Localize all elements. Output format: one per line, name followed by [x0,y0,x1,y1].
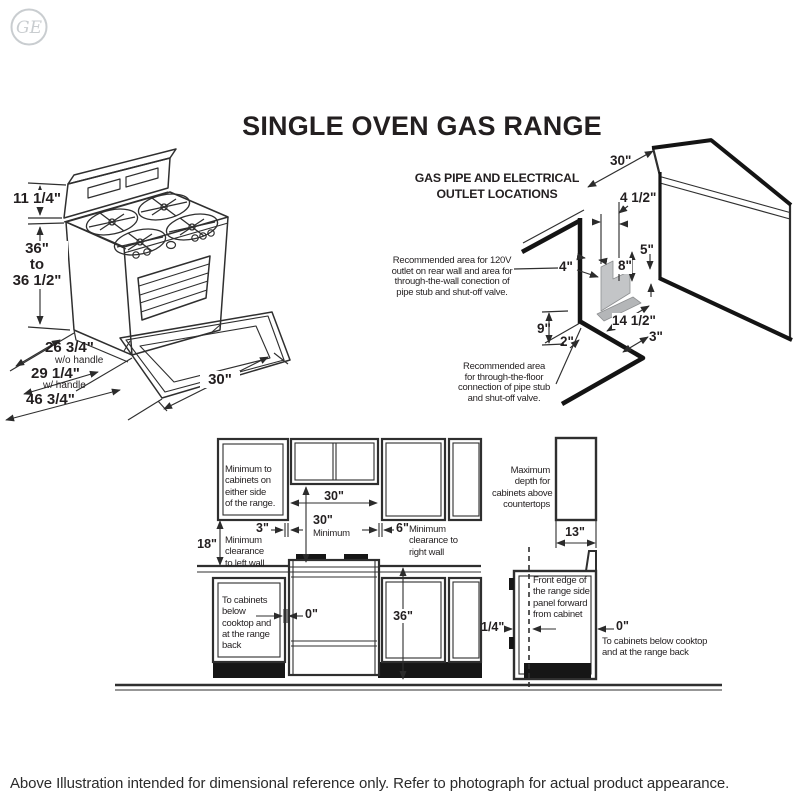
backsplash-window-right [125,167,159,188]
elevation-dim-3: 3" [256,521,269,535]
burners [85,193,219,256]
elevation-dim-0-right: 0" [616,619,629,633]
gas-dim-4: 4" [559,259,573,274]
elevation-dim-30-top: 30" [324,489,344,503]
base-cabinet-left [211,576,287,664]
dim-depth-wo-handle-arrow [15,339,61,367]
dim-depth-w-handle-note: w/ handle [43,380,86,391]
floor-note-leader [555,327,582,385]
backsplash-top [67,148,177,185]
side-range-backguard [585,550,597,572]
wall-note-leader [513,267,559,270]
dim-backsplash-height-label: 11 1/4" [10,190,64,208]
gas-location-drawing [513,138,793,406]
side-range-handle-bottom [509,637,514,649]
dim-3-arrow [622,336,649,353]
elevation-dim-30-min: 30" [313,513,333,527]
gas-dim-9: 9" [537,321,551,336]
elevation-base-cabinet-note: To cabinets below cooktop and at the ran… [222,595,272,652]
upper-cabinet-right1 [380,437,447,522]
elevation-dim-0-left: 0" [305,607,318,621]
gas-dim-30: 30" [610,153,632,168]
oven-racks [138,263,210,313]
upper-cabinet-left [216,437,290,522]
side-range-handle-top [509,578,514,590]
elevation-max-depth-note: Maximum depth for cabinets above counter… [492,465,553,510]
side-range-view [512,569,598,681]
rear-wall-top-edge [520,218,583,254]
dim-range-width-label: 30" [200,371,240,389]
floor-corner-edges [560,320,646,406]
dim-2-arrow [569,339,580,349]
elevation-side-cabinet-note: Minimum to cabinets on either side of th… [225,464,276,509]
elevation-dim-6: 6" [396,521,409,535]
ge-monogram-text: GE [16,18,43,38]
range-isometric-drawing [63,148,291,399]
backsplash-window-left [87,178,121,199]
upper-cabinet-over-range [289,437,380,486]
upper-cabinet-right2 [447,437,483,522]
dim-30-arrow [587,150,654,188]
dim-body-height-label: 36" to 36 1/2" [6,241,68,289]
kick-right [378,662,482,678]
elevation-dim-18: 18" [197,537,217,551]
gas-dim-4half: 4 1/2" [620,190,657,205]
elevation-zero-right-note: To cabinets below cooktop and at the ran… [602,636,708,659]
footer-disclaimer: Above Illustration intended for dimensio… [10,775,730,792]
elevation-right-wall-note: Minimum clearance to right wall [409,524,458,558]
gas-dim-8: 8" [618,258,632,274]
elevation-dim-13: 13" [565,525,585,539]
kick-left [213,662,285,678]
gas-dim-3: 3" [649,329,663,344]
oven-opening [137,255,211,321]
dim-depth-door-open-label: 46 3/4" [26,391,75,408]
gas-dim-5: 5" [640,242,654,257]
elevation-left-wall-note: Minimum clearance to left wall [225,535,265,569]
elevation-front-edge-note: Front edge of the range side panel forwa… [533,575,590,620]
gas-diagram-heading: GAS PIPE AND ELECTRICAL OUTLET LOCATIONS [414,171,580,201]
base-cabinet-right1 [380,576,447,664]
gas-dim-14half: 14 1/2" [612,313,656,329]
elevation-dim-30-min-word: Minimum [313,528,350,539]
gas-dim-2: 2" [560,334,574,349]
base-cabinet-right2 [447,576,483,664]
elevation-dim-36: 36" [392,609,414,624]
dim-4-leader [576,269,599,278]
dim-depth-wo-handle-note: w/o handle [55,355,104,366]
gas-wall-note: Recommended area for 120V outlet on rear… [391,255,513,298]
control-knobs [132,229,215,259]
side-upper-cabinet [554,436,598,522]
elevation-drawing [115,436,722,691]
dim-depth-wo-handle-label: 26 3/4" [45,339,94,356]
backsplash-front [63,157,171,219]
elevation-dim-quarter: 1/4" [481,620,505,634]
dim-depth-door-open-arrow [5,388,121,422]
ge-logo: GE [10,8,48,46]
dim-depth-w-handle-label: 29 1/4" [31,365,80,382]
gas-floor-note: Recommended area for through-the-floor c… [458,361,550,404]
body-left-edge [65,221,75,331]
open-oven-door [119,311,291,399]
side-range-kick [524,663,591,678]
body-front-face [131,216,229,356]
page-title: SINGLE OVEN GAS RANGE [242,111,602,141]
